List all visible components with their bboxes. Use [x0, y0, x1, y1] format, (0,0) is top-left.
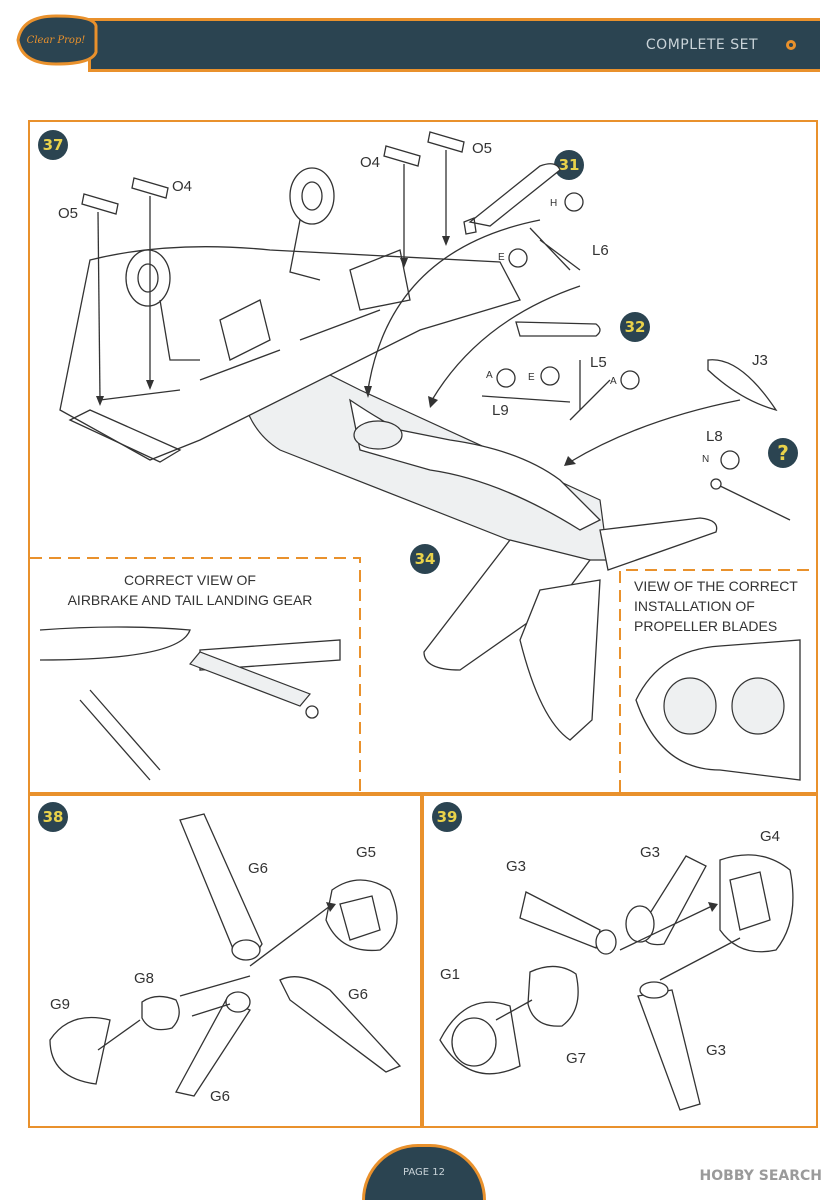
step-34-badge: 34 [410, 544, 440, 574]
glue-label-n: N [702, 454, 710, 465]
part-label-g6-top: G6 [248, 860, 269, 877]
part-label-o4-left: O4 [172, 178, 193, 195]
airbrake-caption-line2: AIRBRAKE AND TAIL LANDING GEAR [67, 592, 313, 608]
question-badge: ? [768, 438, 798, 468]
airbrake-caption: CORRECT VIEW OF AIRBRAKE AND TAIL LANDIN… [40, 570, 340, 610]
prop-caption-line3: PROPELLER BLADES [634, 618, 778, 634]
step39-frame [422, 794, 818, 1128]
page-number: PAGE 12 [402, 1167, 446, 1178]
part-label-o5-right: O5 [472, 140, 493, 157]
step-37-badge: 37 [38, 130, 68, 160]
step-31-badge: 31 [554, 150, 584, 180]
airbrake-caption-line1: CORRECT VIEW OF [124, 572, 256, 588]
part-label-l8: L8 [706, 428, 723, 445]
step37-frame [28, 120, 818, 794]
glue-label-e2: E [528, 372, 535, 383]
part-label-l6: L6 [592, 242, 609, 259]
prop-caption: VIEW OF THE CORRECT INSTALLATION OF PROP… [634, 576, 814, 636]
part-label-o4-right: O4 [360, 154, 381, 171]
glue-label-a2: A [610, 376, 617, 387]
header-bar: COMPLETE SET [88, 18, 820, 72]
part-label-g1: G1 [440, 966, 461, 983]
step-32-badge: 32 [620, 312, 650, 342]
part-label-g6-bottom: G6 [210, 1088, 231, 1105]
part-label-l5: L5 [590, 354, 607, 371]
step-38-badge: 38 [38, 802, 68, 832]
glue-label-h: H [550, 198, 558, 209]
glue-label-a1: A [486, 370, 493, 381]
part-label-g3-bottom: G3 [706, 1042, 727, 1059]
watermark: HOBBY SEARCH [699, 1168, 822, 1184]
part-label-g6-right: G6 [348, 986, 369, 1003]
prop-caption-line1: VIEW OF THE CORRECT [634, 578, 798, 594]
step-39-badge: 39 [432, 802, 462, 832]
part-label-g8: G8 [134, 970, 155, 987]
clear-prop-logo: Clear Prop! [16, 14, 98, 66]
header-title: COMPLETE SET [645, 37, 758, 53]
part-label-g3-center: G3 [640, 844, 661, 861]
part-label-o5-left: O5 [58, 205, 79, 222]
logo-text: Clear Prop! [27, 35, 86, 46]
glue-label-e1: E [498, 252, 505, 263]
prop-caption-line2: INSTALLATION OF [634, 598, 755, 614]
part-label-l9: L9 [492, 402, 509, 419]
part-label-g7: G7 [566, 1050, 587, 1067]
step38-frame [28, 794, 422, 1128]
part-label-g9: G9 [50, 996, 71, 1013]
part-label-g4: G4 [760, 828, 781, 845]
header-dot-icon [786, 40, 796, 50]
part-label-g5: G5 [356, 844, 377, 861]
part-label-g3-left: G3 [506, 858, 527, 875]
part-label-j3: J3 [752, 352, 768, 369]
